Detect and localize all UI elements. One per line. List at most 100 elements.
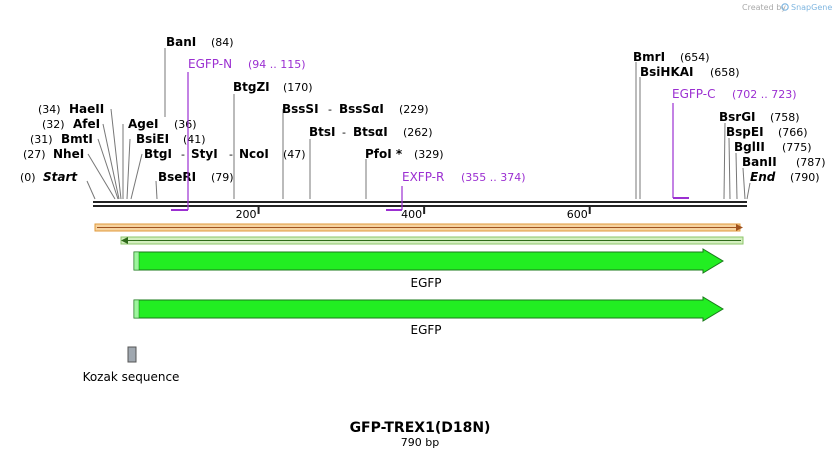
credit-brand: SnapGene — [791, 3, 832, 12]
feature-egfp-1[interactable]: EGFP — [133, 248, 724, 290]
site-haeii[interactable]: (34) HaeII — [38, 102, 104, 116]
site-bspei[interactable]: BspEI (766) — [726, 125, 808, 139]
site-pfoi[interactable]: PfoI * (329) — [365, 147, 444, 161]
site-group-bsssi[interactable]: BssSI - BssSαI (229) — [282, 102, 429, 116]
site-start[interactable]: (0) Start — [20, 170, 78, 184]
site-nhei[interactable]: (27) NheI — [23, 147, 84, 161]
site-separator: - — [342, 126, 346, 139]
orf-reverse[interactable] — [120, 236, 744, 245]
site-bglii[interactable]: BglII (775) — [734, 140, 812, 154]
site-pos: (658) — [710, 66, 740, 79]
site-end[interactable]: End (790) — [750, 170, 820, 184]
site-name: BspEI — [726, 125, 764, 139]
primer-range: (355 .. 374) — [461, 171, 526, 184]
pointer-start — [86, 180, 96, 200]
site-name: BsiEI — [136, 132, 169, 146]
site-bmri[interactable]: BmrI (654) — [633, 50, 710, 64]
site-name: BanII — [742, 155, 777, 169]
site-afei[interactable]: (32) AfeI — [42, 117, 100, 131]
primers: EGFP-N (94 .. 115) EXFP-R (355 .. 374) E… — [171, 57, 797, 211]
pointer-haeii — [110, 108, 122, 200]
site-pos: (775) — [782, 141, 812, 154]
site-pos: (0) — [20, 171, 36, 184]
orf-forward-arrowhead — [736, 224, 743, 231]
credit-prefix: Created by — [742, 3, 786, 12]
site-agei[interactable]: AgeI (36) — [128, 117, 197, 131]
feature-label: Kozak sequence — [83, 370, 180, 384]
pointer-banii — [742, 167, 746, 200]
map-title: GFP-TREX1(D18N) — [350, 420, 491, 436]
site-separator: - — [181, 148, 185, 161]
site-pos: (34) — [38, 103, 61, 116]
site-name: BtgZI — [233, 80, 270, 94]
pointer-bspei — [728, 137, 731, 200]
site-bmti[interactable]: (31) BmtI — [30, 132, 93, 146]
site-name: AgeI — [128, 117, 158, 131]
site-separator: - — [229, 148, 233, 161]
site-name: StyI — [191, 147, 218, 161]
pointer-bglii — [735, 152, 738, 200]
site-bseri[interactable]: BseRI (79) — [158, 170, 234, 184]
primer-exfp-r[interactable]: EXFP-R (355 .. 374) — [386, 170, 526, 211]
site-name: NheI — [53, 147, 84, 161]
pointer-nhei — [87, 153, 116, 200]
site-bsrgi[interactable]: BsrGI (758) — [719, 110, 800, 124]
site-group-btsi[interactable]: BtsI - BtsαI (262) — [309, 125, 433, 139]
site-pos: (229) — [399, 103, 429, 116]
site-name: BanI — [166, 35, 196, 49]
site-btgzi[interactable]: BtgZI (170) — [233, 80, 313, 94]
site-pos: (31) — [30, 133, 53, 146]
site-pointer-lines — [86, 48, 751, 200]
site-bsiei[interactable]: BsiEI (41) — [136, 132, 206, 146]
feature-kozak[interactable]: Kozak sequence — [83, 346, 180, 384]
site-name: BsiHKAI — [640, 65, 694, 79]
pointer-bsiei — [126, 138, 131, 200]
pointer-bseri — [155, 180, 158, 200]
site-bsihkai[interactable]: BsiHKAI (658) — [640, 65, 740, 79]
site-name: AfeI — [73, 117, 100, 131]
site-name: PfoI * — [365, 147, 403, 161]
site-group-btgi-styi-ncoi[interactable]: BtgI - StyI - NcoI (47) — [144, 147, 306, 161]
restriction-sites: (0) Start (27) NheI (31) BmtI (32) AfeI … — [20, 35, 826, 184]
site-pos: (79) — [211, 171, 234, 184]
site-pos: (41) — [183, 133, 206, 146]
egfp-start-segment — [133, 251, 140, 271]
site-name: HaeII — [69, 102, 104, 116]
site-banii[interactable]: BanII (787) — [742, 155, 826, 169]
primer-egfp-c[interactable]: EGFP-C (702 .. 723) — [672, 87, 797, 199]
orf-reverse-arrowhead — [121, 237, 128, 244]
site-pos: (766) — [778, 126, 808, 139]
orf-forward[interactable] — [94, 223, 743, 232]
site-pos: (47) — [283, 148, 306, 161]
egfp-start-segment — [133, 299, 140, 319]
ruler-tick-label: 200 — [236, 208, 257, 221]
pointer-end — [746, 182, 751, 200]
feature-label: EGFP — [410, 276, 441, 290]
site-name: BssSI — [282, 102, 319, 116]
site-name: End — [750, 170, 776, 184]
primer-range: (702 .. 723) — [732, 88, 797, 101]
egfp-arrow — [133, 296, 724, 322]
site-name: BglII — [734, 140, 765, 154]
site-bani[interactable]: BanI (84) — [166, 35, 234, 49]
site-pos: (758) — [770, 111, 800, 124]
site-name: NcoI — [239, 147, 269, 161]
site-pos: (654) — [680, 51, 710, 64]
pointer-bsrgi — [723, 122, 726, 200]
feature-egfp-2[interactable]: EGFP — [133, 296, 724, 337]
pointer-bmti — [97, 138, 119, 200]
site-separator: - — [328, 103, 332, 116]
site-name: BmrI — [633, 50, 665, 64]
site-pos: (32) — [42, 118, 65, 131]
kozak-box — [127, 346, 137, 363]
site-pos: (329) — [414, 148, 444, 161]
site-pos: (27) — [23, 148, 46, 161]
site-name: Start — [43, 170, 78, 184]
pointer-btgi — [130, 153, 143, 200]
ruler-tick-label: 600 — [567, 208, 588, 221]
site-name: BtsαI — [353, 125, 388, 139]
site-name: BsrGI — [719, 110, 756, 124]
site-pos: (170) — [283, 81, 313, 94]
primer-egfp-n[interactable]: EGFP-N (94 .. 115) — [171, 57, 306, 211]
